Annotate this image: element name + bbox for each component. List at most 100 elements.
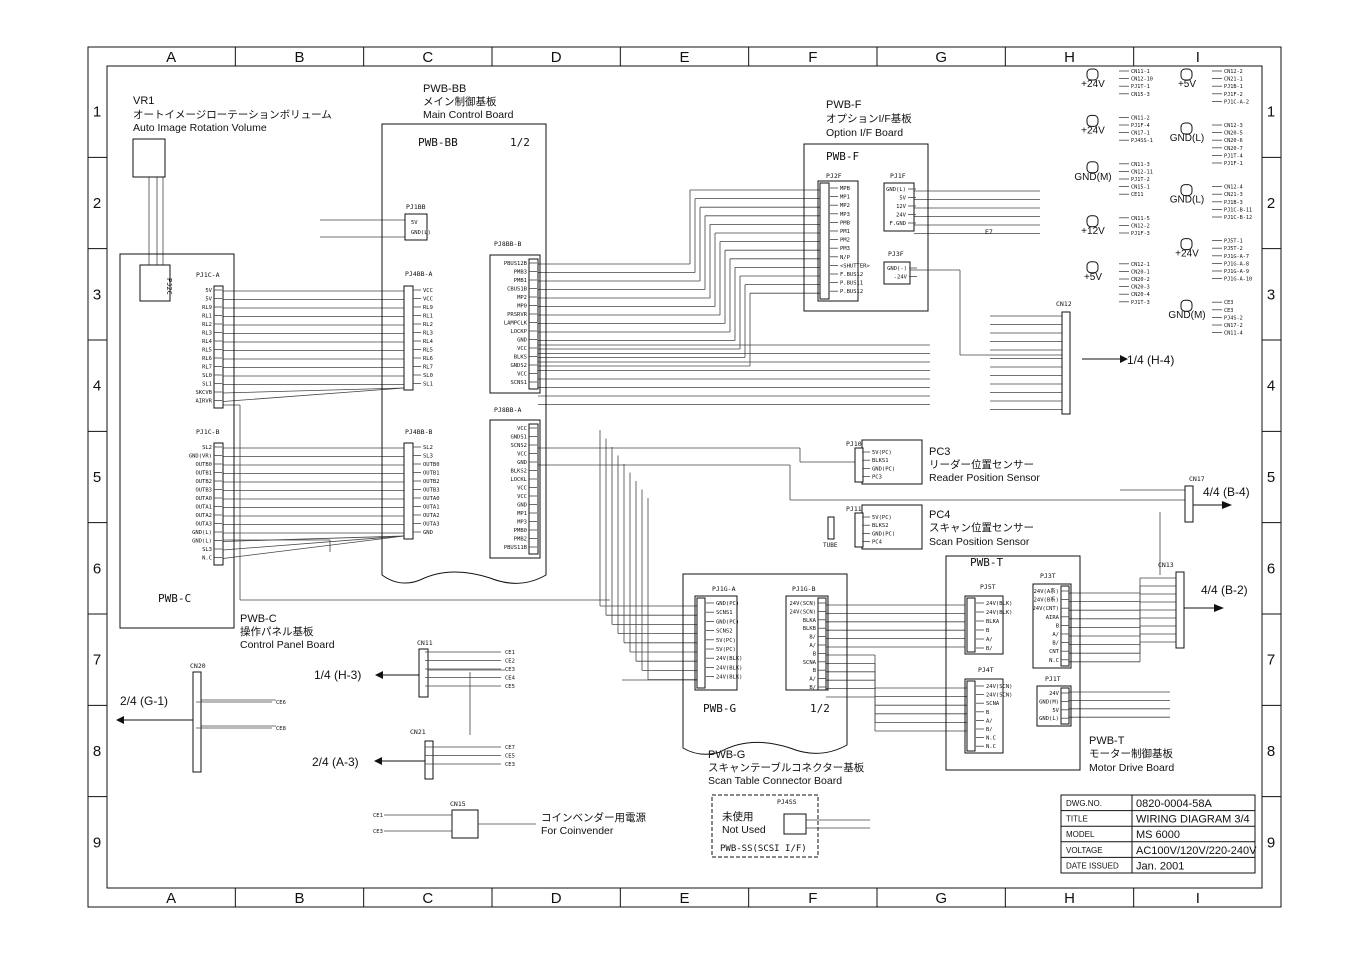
pin-label: RL9: [202, 305, 212, 311]
col-label-bottom: F: [808, 890, 817, 907]
row-label-right: 2: [1267, 195, 1275, 212]
legend-item: CN20-3: [1131, 285, 1150, 291]
pwb-g-outline: [682, 573, 848, 755]
row-label-right: 5: [1267, 469, 1275, 486]
pj4ss-label: PJ4SS: [777, 798, 797, 806]
pin-label: OUTB0: [423, 462, 440, 468]
pj2f-pins: MPBMP1MP2MP3PMBPM1PM2PM3N/P<SHUTTER>F.BU…: [830, 186, 870, 295]
pwb-f-inner-label: PWB-F: [826, 150, 859, 163]
pin-label: CBUS1B: [507, 287, 528, 293]
pc4-id: PC4: [929, 509, 950, 521]
pin-label: OUTB1: [423, 471, 440, 477]
row-label-right: 1: [1267, 104, 1275, 121]
pin-label: VCC: [517, 494, 527, 500]
pwb-g-jp: スキャンテーブルコネクター基板: [708, 761, 865, 774]
pj1t-connector: [1060, 687, 1070, 725]
pin-label: VCC: [517, 452, 527, 458]
pin-label: B: [1056, 623, 1060, 629]
pin-label: SCNS2: [716, 629, 733, 635]
pj1bb-label: PJ1BB: [406, 203, 426, 211]
legend-item: PJ1T-2: [1131, 177, 1150, 183]
pin-label: <SHUTTER>: [840, 263, 870, 269]
pin-label: B/: [986, 646, 993, 652]
tb-value: WIRING DIAGRAM 3/4: [1136, 814, 1250, 826]
pin-label: P.BUS12: [840, 289, 863, 295]
pj3f-label: PJ3F: [888, 250, 904, 258]
pin-label: SCNS2: [510, 443, 527, 449]
pj1t-label: PJ1T: [1045, 675, 1061, 683]
col-label-bottom: D: [551, 890, 562, 907]
legend-item: CN15-3: [1131, 92, 1150, 98]
pin-label: PC3: [872, 475, 882, 481]
row-label-right: 4: [1267, 378, 1275, 395]
pwb-c-board: PWB-C PWB-C 操作パネル基板 Control Panel Board …: [119, 253, 335, 651]
pwb-t-id: PWB-T: [1089, 735, 1125, 747]
pin-label: OUTA2: [195, 513, 212, 519]
pin-label: RL7: [423, 365, 433, 371]
pin-label: RL3: [423, 331, 433, 337]
legend-item: CN12-2: [1131, 223, 1150, 229]
pj4bb-a-connector: [403, 285, 414, 391]
pin-label: GND(L): [192, 530, 212, 536]
pin-label: 5V: [411, 220, 418, 226]
legend-item: PJ1F-2: [1224, 92, 1243, 98]
pin-label: RL2: [202, 322, 212, 328]
tb-key: DATE ISSUED: [1066, 861, 1119, 870]
legend-item: PJ1G-A-8: [1224, 261, 1249, 267]
pin-label: GND(M): [1039, 699, 1059, 705]
pin-label: PMB3: [514, 270, 527, 276]
pwb-t-inner-label: PWB-T: [970, 556, 1003, 569]
inner-frame: [106, 65, 1263, 889]
wire-label: CE5: [505, 684, 515, 690]
pwb-ss-unused-jp: 未使用: [722, 810, 754, 823]
legend-item: CN12-1: [1131, 262, 1150, 268]
legend-item: CN11-2: [1131, 115, 1150, 121]
pin-label: 24V(BLK): [716, 665, 743, 671]
pin-label: RL6: [202, 356, 212, 362]
legend-item: CN12-11: [1131, 169, 1153, 175]
pin-label: GND(L): [192, 539, 212, 545]
pin-label: 24V(CNT): [1033, 606, 1060, 612]
col-label-top: A: [166, 49, 176, 66]
pj1c-b-pins: SL2GND(VR)OUTB0OUTB1OUTB2OUTB3OUTA0OUTA1…: [189, 445, 222, 562]
pin-label: PMB0: [514, 528, 527, 534]
pin-label: SL1: [202, 382, 212, 388]
pj8bb-b-label: PJ8BB-B: [494, 240, 521, 248]
col-label-bottom: H: [1064, 890, 1075, 907]
pin-label: OUTA1: [423, 505, 440, 511]
pwb-g-id: PWB-G: [708, 749, 745, 761]
pj1c-a-label: PJ1C-A: [196, 271, 220, 279]
pj2f-connector: [819, 182, 830, 300]
pin-label: SL2: [202, 445, 212, 451]
col-label-top: F: [808, 49, 817, 66]
pin-label: AIRA: [1046, 615, 1060, 621]
pin-label: PMB1: [514, 278, 527, 284]
wire-label: CE3: [373, 829, 383, 835]
pin-label: MP3: [517, 520, 527, 526]
ref-arrow-2: 4/4 (B-4): [1193, 485, 1250, 509]
col-label-top: G: [935, 49, 947, 66]
pj11-label: PJ11: [846, 505, 862, 513]
e7-label: E7: [985, 228, 993, 236]
row-label-left: 2: [93, 195, 101, 212]
pj2f-frame: [817, 180, 859, 302]
legend-item: PJ1B-1: [1224, 84, 1243, 90]
pin-label: BLKB: [803, 626, 817, 632]
pin-label: BLKS2: [510, 469, 527, 475]
pj4bb-b-pins: SL2SL3OUTB0OUTB1OUTB2OUTB3OUTA0OUTA1OUTA…: [413, 445, 440, 536]
pwb-ss-unused-en: Not Used: [722, 824, 766, 836]
ref-2-text: 4/4 (B-4): [1203, 485, 1250, 499]
pwb-f-jp: オプションI/F基板: [826, 112, 912, 125]
wire-label: CE1: [505, 650, 515, 656]
pj1g-a-label: PJ1G-A: [712, 585, 736, 593]
legend-item: PJ1G-A-10: [1224, 277, 1252, 283]
pin-label: VCC: [517, 426, 527, 432]
legend-item: PJ1B-3: [1224, 200, 1243, 206]
pin-label: PBUS12B: [504, 261, 528, 267]
